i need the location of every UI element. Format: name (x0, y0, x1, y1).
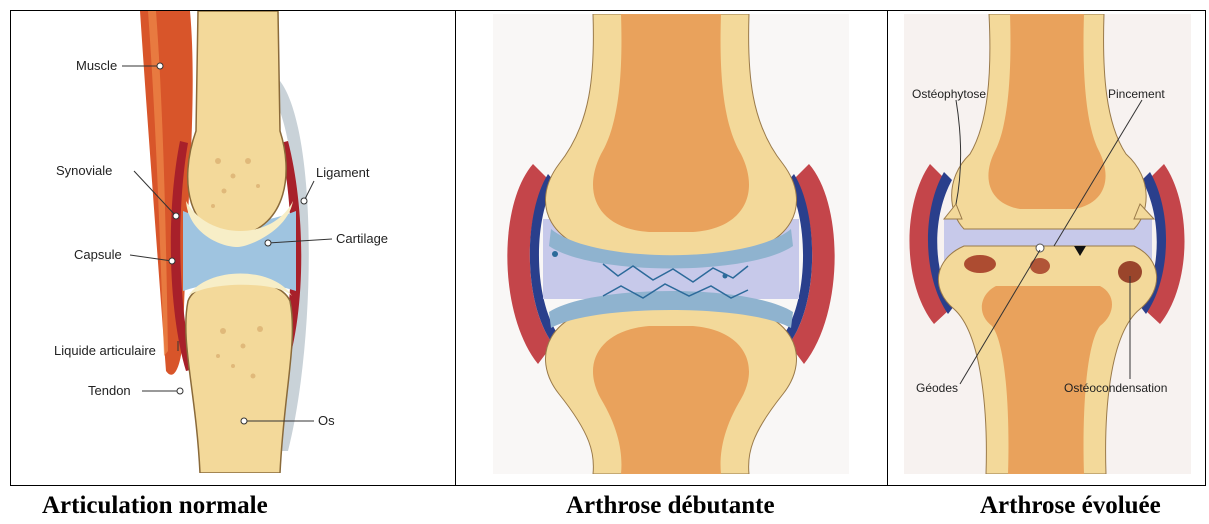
label-liquide-articulaire: Liquide articulaire (54, 343, 156, 358)
advanced-arthrosis-illustration: Ostéophytose Pincement Géodes Ostéoconde… (904, 14, 1191, 474)
label-tendon: Tendon (88, 383, 131, 398)
caption-advanced: Arthrose évoluée (980, 492, 1161, 520)
label-capsule: Capsule (74, 247, 122, 262)
early-arthrosis-illustration (493, 14, 849, 474)
caption-early: Arthrose débutante (566, 492, 775, 520)
label-synoviale: Synoviale (56, 163, 112, 178)
label-osteophytose: Ostéophytose (912, 87, 986, 101)
label-os: Os (318, 413, 335, 428)
label-osteocondensation: Ostéocondensation (1064, 381, 1167, 395)
label-muscle: Muscle (76, 58, 117, 73)
normal-joint-illustration: Muscle Synoviale Capsule Liquide articul… (48, 11, 450, 473)
panel-normal-joint: Muscle Synoviale Capsule Liquide articul… (48, 11, 450, 473)
label-geodes: Géodes (916, 381, 958, 395)
panel-early-arthrosis (493, 14, 849, 474)
panel-advanced-arthrosis: Ostéophytose Pincement Géodes Ostéoconde… (904, 14, 1191, 474)
label-cartilage: Cartilage (336, 231, 388, 246)
caption-normal: Articulation normale (42, 492, 268, 520)
panel-divider-1 (455, 10, 456, 486)
panel-divider-2 (887, 10, 888, 486)
label-pincement: Pincement (1108, 87, 1165, 101)
label-ligament: Ligament (316, 165, 370, 180)
